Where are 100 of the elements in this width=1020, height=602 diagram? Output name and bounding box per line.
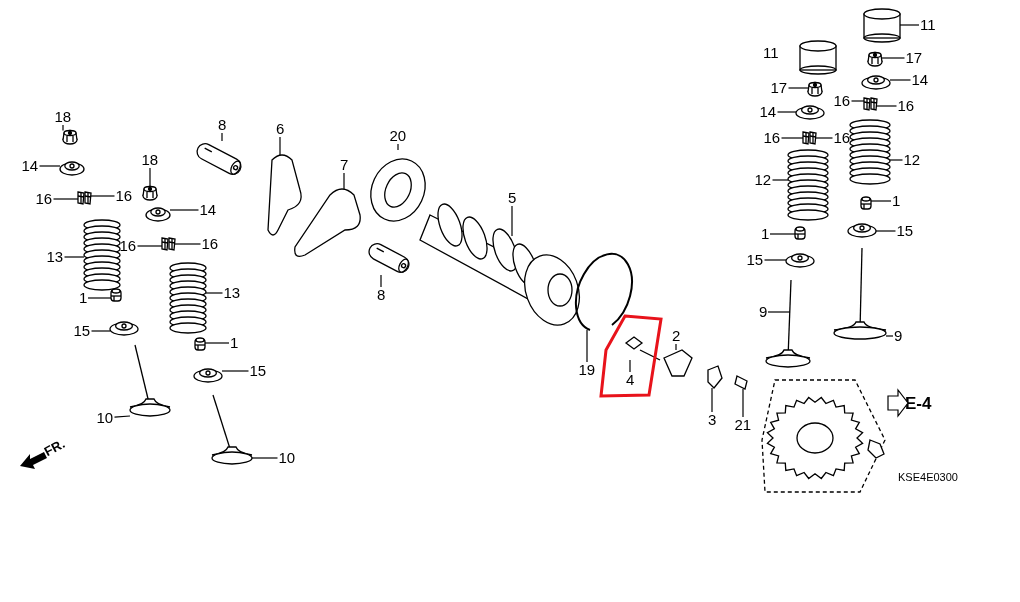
callout-number: 16 xyxy=(118,238,138,254)
leader-line xyxy=(763,259,787,261)
leader-line xyxy=(221,370,250,372)
callout-number: 16 xyxy=(832,93,852,109)
callout-number: 16 xyxy=(832,130,852,146)
callout-number: 2 xyxy=(671,328,682,344)
leader-line xyxy=(850,100,865,102)
leader-line xyxy=(62,124,64,132)
rocker-arm-drawing xyxy=(294,188,361,258)
retainer-drawing xyxy=(861,75,891,90)
callout-number: 17 xyxy=(904,50,924,66)
leader-line xyxy=(205,292,224,294)
callout-number: 13 xyxy=(45,249,65,265)
valve-spring-drawing xyxy=(83,219,121,291)
callout-number: 16 xyxy=(34,191,54,207)
callout-number: 15 xyxy=(248,363,268,379)
retainer-drawing xyxy=(145,207,171,222)
leader-line xyxy=(889,159,904,161)
callout-number: 6 xyxy=(275,121,286,137)
stem-seal-drawing xyxy=(794,226,806,240)
leader-line xyxy=(815,137,834,139)
leader-line xyxy=(397,143,399,151)
collar-drawing xyxy=(142,185,158,201)
stem-seal-drawing xyxy=(860,196,872,210)
callout-number: 14 xyxy=(910,72,930,88)
bearing-drawing xyxy=(370,158,426,222)
callout-number: 11 xyxy=(763,43,779,61)
leader-line xyxy=(767,311,791,313)
spring-drawing xyxy=(624,336,661,361)
callout-number: 8 xyxy=(217,117,228,133)
leader-line xyxy=(511,205,513,237)
leader-line xyxy=(251,457,279,459)
valve-spring-drawing xyxy=(169,262,207,334)
callout-number: 15 xyxy=(72,323,92,339)
leader-line xyxy=(380,274,382,288)
valve-drawing xyxy=(129,344,171,417)
retainer-drawing xyxy=(795,105,825,120)
leader-line xyxy=(38,165,61,167)
leader-line xyxy=(136,245,163,247)
callout-number: 12 xyxy=(902,152,922,168)
callout-number: 1 xyxy=(891,193,902,209)
leader-line xyxy=(787,87,809,89)
circlip-drawing xyxy=(574,252,633,331)
weight-drawing xyxy=(663,349,693,377)
stem-seal-drawing xyxy=(110,288,122,302)
callout-number: 10 xyxy=(277,450,297,466)
retainer-drawing xyxy=(59,161,85,176)
camshaft-drawing xyxy=(419,203,580,326)
leader-line xyxy=(90,195,116,197)
callout-number: 12 xyxy=(753,172,773,188)
callout-number: 5 xyxy=(507,190,518,206)
leader-line xyxy=(881,57,906,59)
cotter-drawing xyxy=(809,131,817,145)
leader-line xyxy=(149,167,151,188)
plate-drawing xyxy=(707,365,723,389)
callout-number: 9 xyxy=(758,304,769,320)
callout-number: 16 xyxy=(114,188,134,204)
callout-number: 1 xyxy=(78,290,89,306)
callout-number: 16 xyxy=(762,130,782,146)
callout-number: 1 xyxy=(229,335,240,351)
leader-line xyxy=(771,179,789,181)
leader-line xyxy=(870,200,892,202)
valve-drawing xyxy=(833,247,887,340)
valve-spring-drawing xyxy=(787,149,829,221)
cotter-drawing xyxy=(168,237,176,251)
callout-number: 9 xyxy=(893,328,904,344)
callout-number: 3 xyxy=(707,412,718,428)
leader-line xyxy=(780,137,804,139)
callout-number: 18 xyxy=(140,152,160,168)
drawing-code: KSE4E0300 xyxy=(898,471,958,483)
leader-line xyxy=(52,198,79,200)
bolt-drawing xyxy=(734,375,748,390)
leader-line xyxy=(113,415,131,418)
stem-seal-drawing xyxy=(194,337,206,351)
spring-seat-drawing xyxy=(785,253,815,268)
callout-number: 16 xyxy=(896,98,916,114)
callout-number: 16 xyxy=(200,236,220,252)
callout-number: 14 xyxy=(198,202,218,218)
tappet-drawing xyxy=(863,8,901,43)
spring-seat-drawing xyxy=(109,321,139,336)
spring-seat-drawing xyxy=(193,368,223,383)
callout-number: 11 xyxy=(919,17,937,33)
shim-drawing xyxy=(867,51,883,67)
section-reference: E-4 xyxy=(905,394,932,414)
cotter-drawing xyxy=(84,191,92,205)
leader-line xyxy=(875,230,897,232)
callout-number: 17 xyxy=(769,80,789,96)
leader-line xyxy=(343,172,345,190)
leader-line xyxy=(899,24,920,26)
callout-number: 20 xyxy=(388,128,408,144)
callout-number: 18 xyxy=(53,109,73,125)
rocker-arm-drawing xyxy=(267,154,302,236)
collar-drawing xyxy=(62,129,78,145)
callout-number: 21 xyxy=(733,417,753,433)
leader-line xyxy=(90,330,111,332)
callout-number: 1 xyxy=(760,226,771,242)
leader-line xyxy=(87,297,112,299)
leader-line xyxy=(174,243,202,245)
leader-line xyxy=(885,335,894,337)
leader-line xyxy=(586,329,588,363)
